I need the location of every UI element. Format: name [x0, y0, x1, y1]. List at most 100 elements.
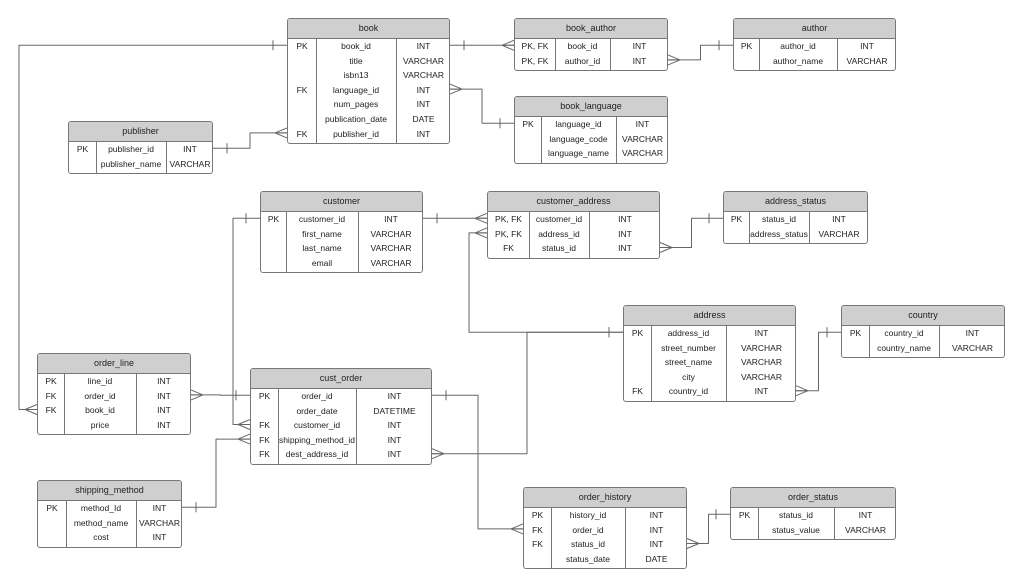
entity-row: PK, FK author_id INT — [515, 54, 667, 69]
column-divider — [541, 117, 542, 163]
column-type: VARCHAR — [370, 243, 412, 254]
key-cell: FK — [503, 243, 514, 254]
column-divider — [555, 39, 556, 71]
column-type: INT — [632, 55, 647, 66]
relationship-line — [182, 438, 250, 508]
column-type: INT — [157, 419, 171, 430]
column-type: INT — [618, 228, 632, 239]
column-name: author_id — [564, 55, 601, 66]
many-end-marker — [190, 389, 204, 401]
column-type: INT — [157, 405, 171, 416]
column-name: status_date — [566, 553, 610, 564]
entity-title: book_language — [515, 97, 667, 117]
column-name: order_id — [301, 391, 333, 401]
column-name: shipping_method_id — [278, 434, 356, 445]
column-name: street_name — [664, 357, 713, 368]
column-type: VARCHAR — [403, 70, 444, 81]
entity-title: order_line — [38, 354, 190, 374]
column-type: INT — [965, 328, 980, 338]
column-type: INT — [152, 503, 167, 513]
key-cell: FK — [45, 390, 57, 401]
key-cell: PK — [531, 510, 544, 520]
many-end-marker — [686, 538, 700, 549]
key-cell: PK — [730, 214, 743, 224]
column-type: DATE — [645, 553, 668, 564]
key-cell: FK — [632, 386, 643, 397]
column-type: DATE — [412, 113, 435, 124]
column-type: VARCHAR — [818, 228, 860, 239]
column-type: VARCHAR — [741, 357, 782, 368]
column-name: address_id — [538, 228, 580, 239]
column-type: INT — [860, 41, 874, 51]
column-name: language_id — [332, 84, 380, 95]
entity-title: country — [842, 306, 1004, 326]
column-type: INT — [635, 119, 650, 129]
relationship-line — [432, 394, 523, 530]
key-cell: FK — [532, 524, 543, 535]
column-name: customer_id — [293, 420, 341, 431]
key-cell: PK — [631, 328, 644, 338]
many-end-marker — [237, 419, 251, 430]
key-cell: PK — [740, 41, 753, 51]
column-name: publisher_id — [333, 128, 379, 139]
column-name: num_pages — [333, 99, 379, 110]
column-name: title — [349, 55, 363, 66]
relationship-line — [213, 132, 287, 149]
key-cell: FK — [259, 449, 270, 460]
entity-title: shipping_method — [38, 481, 181, 501]
column-type: VARCHAR — [139, 517, 180, 528]
column-type: INT — [832, 214, 846, 224]
column-divider — [625, 508, 626, 569]
column-name: street_number — [661, 342, 716, 353]
column-name: line_id — [87, 376, 113, 386]
column-name: country_name — [877, 342, 931, 353]
column-name: customer_id — [298, 214, 346, 224]
key-cell: PK, FK — [521, 55, 549, 66]
entity-title: author — [734, 19, 895, 39]
key-cell: FK — [259, 420, 270, 431]
column-name: isbn13 — [343, 70, 369, 81]
column-type: INT — [416, 84, 431, 95]
many-end-marker — [501, 39, 515, 51]
entity-title: customer_address — [488, 192, 659, 212]
entity-title: address_status — [724, 192, 867, 212]
